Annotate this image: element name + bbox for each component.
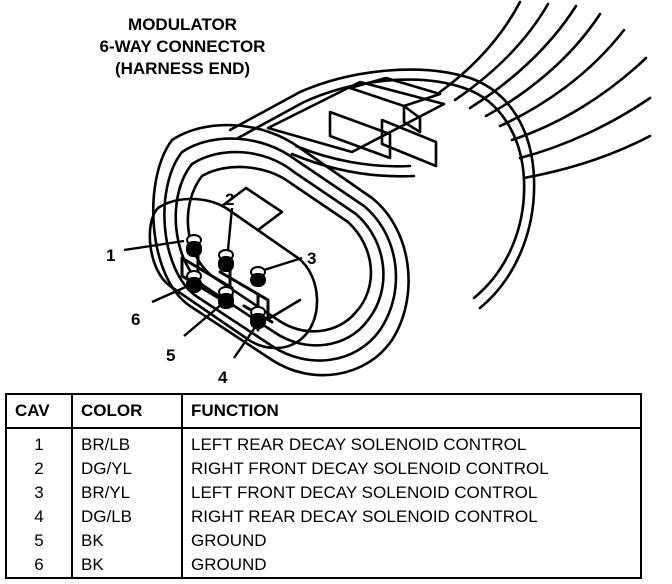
leader-pin-1 (123, 239, 185, 252)
pin-2-terminal (218, 249, 234, 272)
title-line-1: MODULATOR (128, 15, 237, 34)
pin-1-terminal (186, 234, 202, 257)
pin-terminals (186, 234, 266, 329)
table-header-row: CAV COLOR FUNCTION (5, 393, 642, 429)
cell-cav: 5 (5, 529, 73, 553)
leader-pin-3 (263, 256, 303, 272)
leader-pin-4 (233, 325, 257, 359)
pin-callout-4: 4 (218, 368, 228, 387)
pin-callout-5: 5 (166, 346, 175, 365)
cell-color: BK (71, 529, 183, 553)
cell-function: LEFT REAR DECAY SOLENOID CONTROL (181, 428, 642, 457)
connector-illustration: 1 2 3 4 5 6 (106, 0, 652, 387)
leader-pin-6 (151, 284, 189, 304)
table-row: 4 DG/LB RIGHT REAR DECAY SOLENOID CONTRO… (5, 505, 642, 529)
callout-leaders (123, 207, 303, 359)
cell-function: RIGHT REAR DECAY SOLENOID CONTROL (181, 505, 642, 529)
title-line-3: (HARNESS END) (114, 59, 251, 78)
title-line-2: 6-WAY CONNECTOR (99, 37, 266, 56)
pin-3-terminal (250, 266, 266, 287)
leader-pin-5 (183, 303, 223, 337)
cell-color: DG/YL (71, 457, 183, 481)
cell-cav: 2 (5, 457, 73, 481)
header-function: FUNCTION (181, 393, 642, 429)
cell-function: LEFT FRONT DECAY SOLENOID CONTROL (181, 481, 642, 505)
cell-cav: 4 (5, 505, 73, 529)
pin-callout-3: 3 (307, 249, 316, 268)
header-cav: CAV (5, 393, 73, 429)
diagram-title: MODULATOR 6-WAY CONNECTOR (HARNESS END) (60, 14, 305, 80)
cell-cav: 6 (5, 553, 73, 579)
table-row: 6 BK GROUND (5, 553, 642, 579)
table-row: 5 BK GROUND (5, 529, 642, 553)
header-color: COLOR (71, 393, 183, 429)
table-row: 1 BR/LB LEFT REAR DECAY SOLENOID CONTROL (5, 428, 642, 457)
connector-face (148, 186, 319, 350)
cell-function: RIGHT FRONT DECAY SOLENOID CONTROL (181, 457, 642, 481)
cell-cav: 3 (5, 481, 73, 505)
cell-color: BR/YL (71, 481, 183, 505)
pin-callout-2: 2 (225, 190, 234, 209)
cell-cav: 1 (5, 428, 73, 457)
connector-boot (228, 68, 536, 310)
cell-function: GROUND (181, 529, 642, 553)
pin-6-terminal (186, 270, 202, 293)
table-row: 2 DG/YL RIGHT FRONT DECAY SOLENOID CONTR… (5, 457, 642, 481)
pin-4-terminal (250, 306, 266, 329)
table-row: 3 BR/YL LEFT FRONT DECAY SOLENOID CONTRO… (5, 481, 642, 505)
cell-function: GROUND (181, 553, 642, 579)
pin-callout-1: 1 (106, 246, 115, 265)
leader-pin-2 (226, 207, 234, 251)
pinout-table: CAV COLOR FUNCTION 1 BR/LB LEFT REAR DEC… (5, 393, 642, 579)
pin-callout-6: 6 (131, 310, 140, 329)
locking-tab (266, 76, 446, 178)
pin-callouts: 1 2 3 4 5 6 (106, 190, 316, 387)
cell-color: BR/LB (71, 428, 183, 457)
pin-5-terminal (218, 286, 234, 309)
cell-color: DG/LB (71, 505, 183, 529)
cell-color: BK (71, 553, 183, 579)
